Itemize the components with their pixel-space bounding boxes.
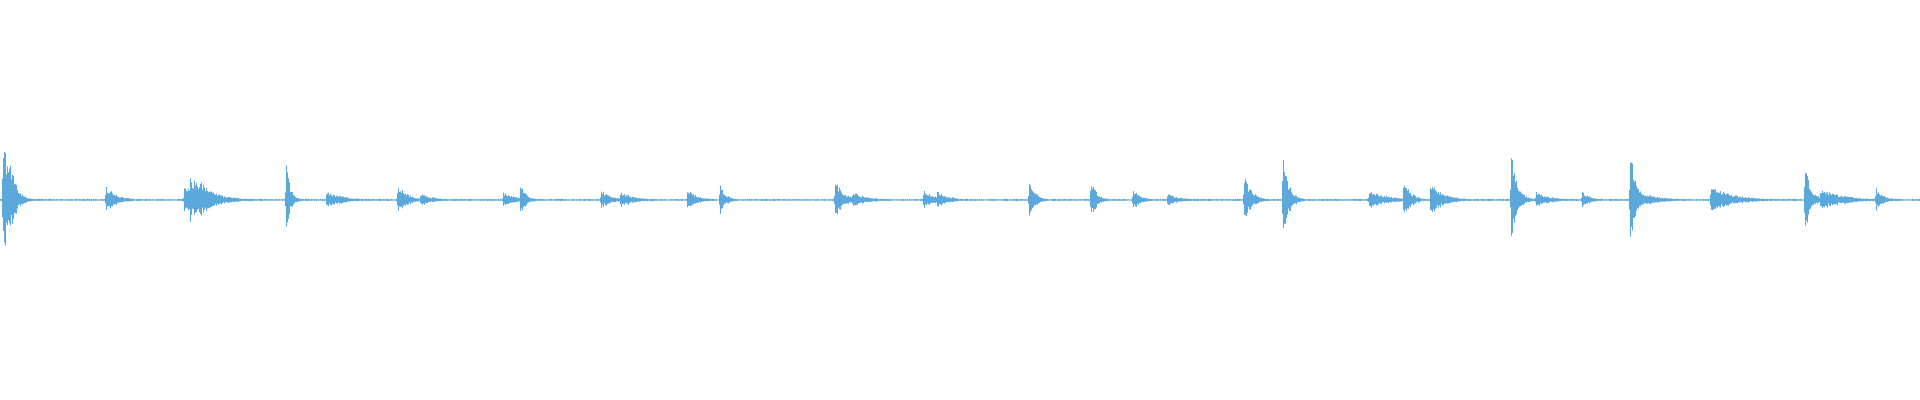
waveform-trace (0, 151, 1920, 246)
